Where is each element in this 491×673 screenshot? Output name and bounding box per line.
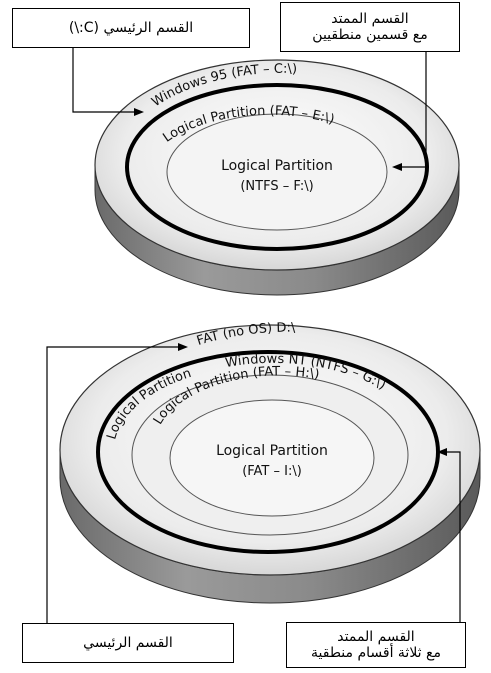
callout-top-primary-text: القسم الرئيسي (C:\): [68, 20, 194, 36]
callout-top-extended: القسم الممتد مع قسمين منطقيين: [280, 2, 460, 52]
top-center-line1: Logical Partition: [221, 158, 333, 174]
top-logical-ring-inner: [166, 113, 388, 231]
top-extended-leader: [400, 52, 427, 168]
top-extended-ring: [125, 83, 429, 251]
top-leader-lines: [72, 48, 427, 168]
top-primary-arrowhead: [134, 108, 144, 116]
callout-bottom-extended-line1: القسم الممتد: [337, 629, 415, 645]
callout-top-extended-line2: مع قسمين منطقيين: [312, 27, 428, 43]
callout-bottom-primary-text: القسم الرئيسي: [83, 635, 173, 651]
top-primary-leader: [72, 48, 138, 113]
bottom-primary-arrowhead: [178, 343, 188, 351]
callout-top-extended-line1: القسم الممتد: [331, 11, 409, 27]
callout-top-primary: القسم الرئيسي (C:\): [12, 8, 250, 48]
bottom-logical-ring-h: [169, 399, 375, 517]
bottom-disk: FAT (no OS) D:\ Logical Partition Window…: [59, 321, 481, 604]
bottom-extended-arrowhead: [437, 448, 447, 456]
top-center-line2: (NTFS – F:\): [240, 179, 313, 194]
bottom-center-line1: Logical Partition: [216, 443, 328, 459]
top-extended-arrowhead: [392, 163, 402, 171]
bottom-primary-leader: [46, 346, 180, 623]
bottom-leader-lines: [46, 346, 461, 623]
bottom-center-line2: (FAT – I:\): [242, 464, 302, 479]
top-disk: Windows 95 (FAT – C:\) Logical Partition…: [94, 59, 460, 296]
callout-bottom-primary: القسم الرئيسي: [22, 623, 234, 663]
bottom-extended-leader: [444, 451, 461, 622]
callout-bottom-extended-line2: مع ثلاثة أقسام منطقية: [311, 645, 441, 661]
callout-bottom-extended: القسم الممتد مع ثلاثة أقسام منطقية: [286, 622, 466, 668]
